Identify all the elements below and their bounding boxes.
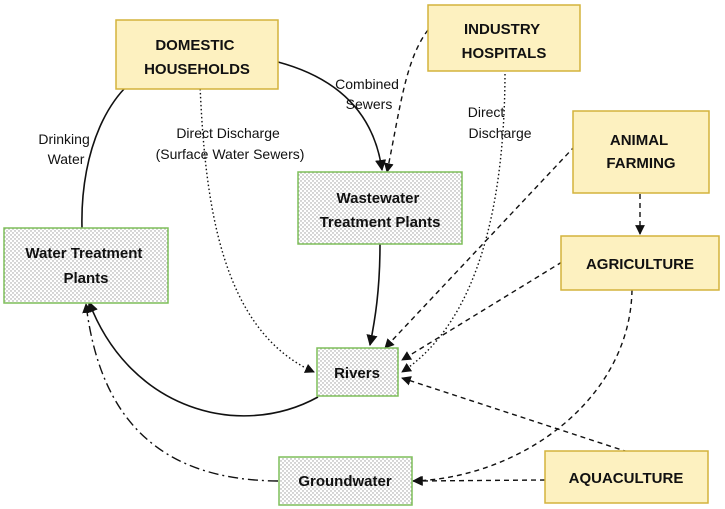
svg-text:Wastewater Treatment Pla: Wastewater Treatment Plants xyxy=(320,190,441,231)
node-aquaculture: AQUACULTURE xyxy=(544,450,709,504)
edge-industry-combined-sewers xyxy=(384,29,429,173)
label-direct-discharge-surface: Direct Discharge (Surface Water Sewers) xyxy=(156,125,305,162)
edge-agriculture-to-rivers xyxy=(401,261,563,361)
svg-text:INDUSTRY HOSPITALS: INDUSTRY HOSPITALS xyxy=(462,21,547,62)
node-water-treatment-plants: Water Treatment Plants xyxy=(3,227,169,304)
edge-domestic-to-wwtp xyxy=(277,61,387,172)
node-groundwater: Groundwater xyxy=(278,456,413,506)
edge-wwtp-to-rivers xyxy=(366,243,381,347)
node-rivers: Rivers xyxy=(316,347,399,397)
edge-aquaculture-to-groundwater xyxy=(413,476,546,486)
edge-rivers-to-wtp xyxy=(87,300,319,417)
svg-text:AGRICULTURE: AGRICULTURE xyxy=(586,256,694,273)
node-industry-hospitals: INDUSTRY HOSPITALS xyxy=(427,4,581,72)
svg-text:Water Treatment Plants: Water Treatment Plants xyxy=(25,245,146,287)
svg-text:Groundwater: Groundwater xyxy=(298,473,392,490)
edge-aquaculture-to-rivers xyxy=(401,376,629,453)
node-agriculture: AGRICULTURE xyxy=(560,235,720,291)
label-industry-direct-discharge: Direct Discharge xyxy=(468,104,532,141)
svg-text:Rivers: Rivers xyxy=(334,365,380,382)
edge-direct-discharge-surface xyxy=(199,84,315,373)
node-animal-farming: ANIMAL FARMING xyxy=(572,110,710,194)
svg-text:ANIMAL FARMING: ANIMAL FARMING xyxy=(606,132,675,172)
node-domestic-households: DOMESTIC HOUSEHOLDS xyxy=(115,19,279,90)
label-combined-sewers: Combined Sewers xyxy=(335,76,403,112)
label-drinking-water: Drinking Water xyxy=(38,131,93,167)
edge-animal-to-rivers xyxy=(384,145,576,349)
node-wastewater-treatment-plants: Wastewater Treatment Plants xyxy=(297,171,463,245)
svg-text:AQUACULTURE: AQUACULTURE xyxy=(569,470,684,487)
edge-groundwater-to-wtp xyxy=(82,303,279,482)
svg-text:DOMESTIC HOUSEHOLDS: DOMESTIC HOUSEHOLDS xyxy=(144,37,250,78)
edge-agriculture-to-groundwater xyxy=(412,289,633,486)
